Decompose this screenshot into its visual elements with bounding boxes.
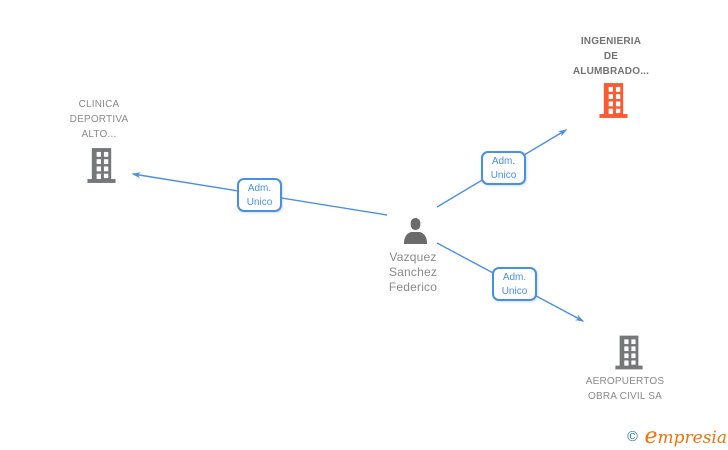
edge-label-adm-unico-ingenieria[interactable]: Adm. Unico bbox=[481, 151, 526, 185]
company-label-aeropuertos[interactable]: AEROPUERTOS OBRA CIVIL SA bbox=[585, 376, 665, 402]
building-icon[interactable] bbox=[598, 83, 629, 118]
copyright-icon: © bbox=[625, 429, 640, 445]
edge-label-adm-unico-aeropuertos[interactable]: Adm. Unico bbox=[492, 267, 537, 301]
empresia-brand-text: empresia bbox=[644, 424, 727, 449]
building-icon[interactable] bbox=[86, 148, 117, 183]
edge-label-adm-unico-clinica[interactable]: Adm. Unico bbox=[237, 178, 282, 212]
person-icon[interactable] bbox=[402, 218, 429, 244]
building-icon[interactable] bbox=[614, 335, 644, 370]
company-label-clinica[interactable]: CLINICA DEPORTIVA ALTO... bbox=[69, 99, 129, 140]
company-label-ingenieria[interactable]: INGENIERIA DE ALUMBRADO... bbox=[572, 36, 650, 77]
empresia-logo[interactable]: ©empresia bbox=[625, 424, 727, 449]
person-label-vazquez[interactable]: Vazquez Sanchez Federico bbox=[388, 250, 438, 294]
